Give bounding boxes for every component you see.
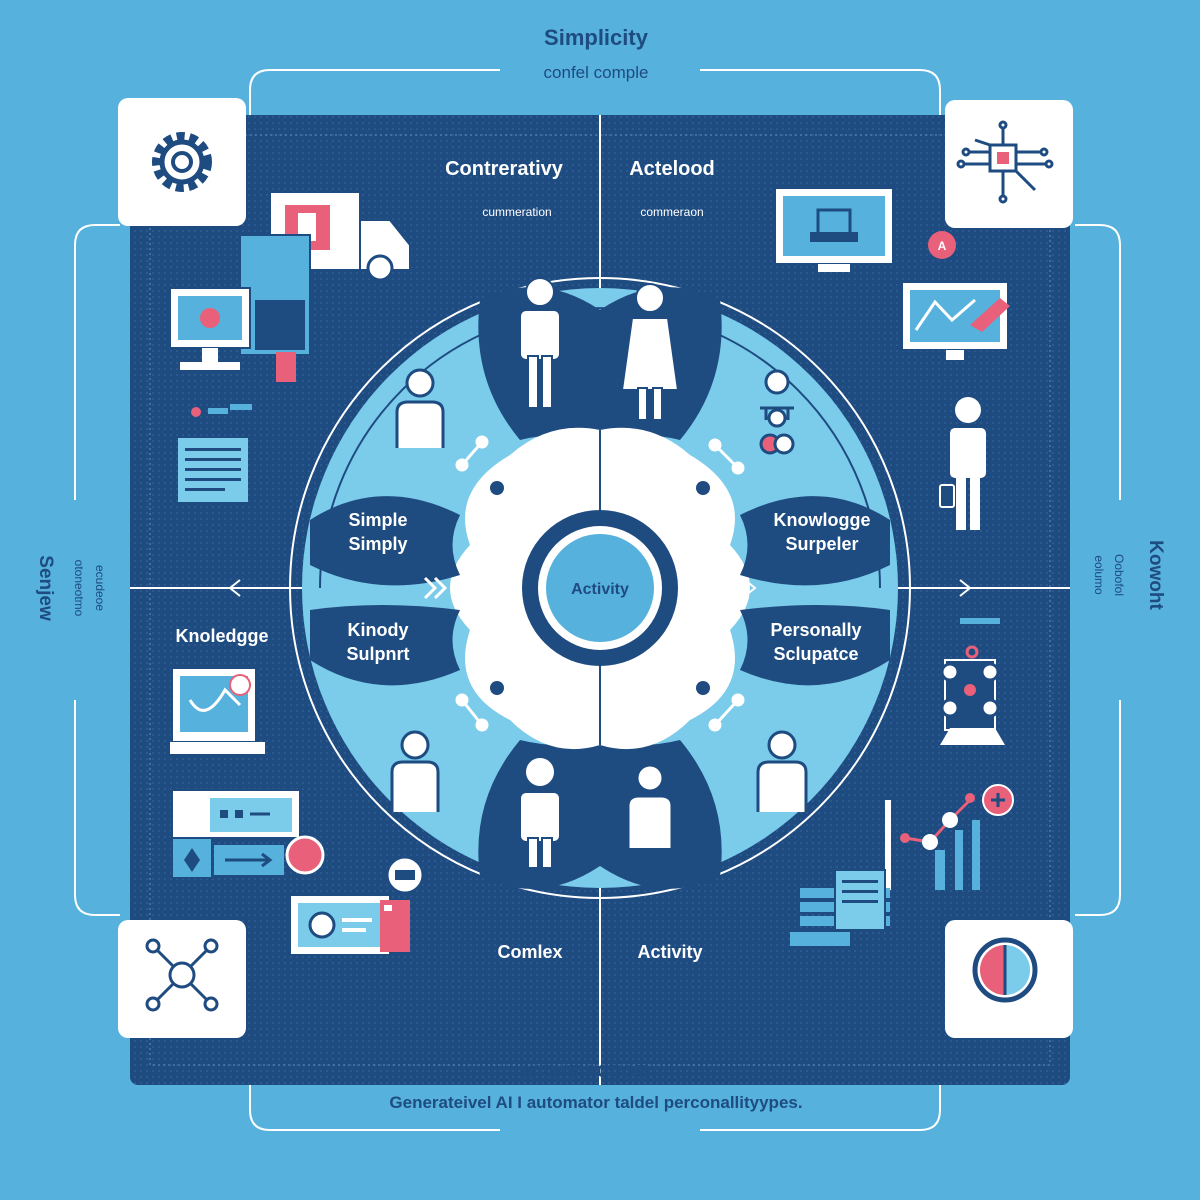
right-side-title: Kowoht bbox=[1145, 540, 1166, 610]
person-icon-8 bbox=[756, 730, 808, 812]
corner-tile-top-left bbox=[118, 98, 246, 226]
left-side-title: Senjew bbox=[35, 555, 56, 621]
petal-right-bottom: Personally Sclupatce bbox=[740, 605, 890, 686]
person-icon-9 bbox=[939, 397, 986, 530]
monitor-icon-left bbox=[169, 234, 311, 382]
monitor-icon-right: A bbox=[774, 187, 956, 272]
truck-icon bbox=[269, 191, 411, 284]
gauge-icon bbox=[972, 937, 1038, 1003]
gear-icon bbox=[152, 132, 212, 192]
svg-text:Kinody: Kinody bbox=[348, 620, 409, 640]
person-icon-7 bbox=[626, 763, 674, 848]
petal-right-top: Knowlogge Surpeler bbox=[740, 496, 890, 586]
right-side-subtitle: Oobofol bbox=[1112, 554, 1126, 596]
person-icon-3 bbox=[395, 368, 445, 448]
corner-tile-bottom-right bbox=[945, 920, 1073, 1038]
svg-text:A: A bbox=[938, 239, 947, 253]
left-side-subtitle: otoneotmo bbox=[72, 560, 86, 617]
petal-left-bottom: Kinody Sulpnrt bbox=[310, 605, 460, 686]
quadrant-bottom-right-footer: Activity bbox=[637, 942, 702, 962]
svg-text:Sclupatce: Sclupatce bbox=[773, 644, 858, 664]
quadrant-bottom-left-footer: Comlex bbox=[497, 942, 562, 962]
top-subtitle: confel comple bbox=[544, 63, 649, 82]
tablet-icon bbox=[170, 667, 265, 754]
circuit-icon bbox=[956, 120, 1054, 204]
svg-text:Simply: Simply bbox=[348, 534, 407, 554]
person-icon-4 bbox=[759, 369, 795, 455]
chart-icon-top-right bbox=[901, 281, 1010, 360]
quadrant-top-right-title: Actelood bbox=[629, 158, 715, 180]
person-icon-2 bbox=[620, 283, 680, 421]
svg-text:Knowlogge: Knowlogge bbox=[774, 510, 871, 530]
quadrant-top-right-subtitle: commeraon bbox=[640, 205, 703, 219]
center-label: Activity bbox=[571, 581, 629, 598]
corner-tile-bottom-left bbox=[118, 920, 246, 1038]
card-icons bbox=[171, 789, 325, 879]
quadrant-bottom-left-title: Knoledgge bbox=[176, 626, 269, 646]
network-icon bbox=[145, 938, 219, 1012]
bottom-title: Internaction bbox=[523, 1057, 649, 1082]
browser-icon bbox=[289, 855, 425, 956]
person-icon-5 bbox=[390, 730, 440, 812]
chart-icon-bottom-right bbox=[885, 784, 1014, 890]
svg-text:Sulpnrt: Sulpnrt bbox=[347, 644, 410, 664]
left-side-subtitle2: ecudeoe bbox=[93, 565, 107, 611]
corner-tile-top-right bbox=[945, 100, 1073, 228]
horizontal-arrows bbox=[229, 576, 971, 600]
center-hub: Activity bbox=[450, 427, 750, 750]
person-icon-6 bbox=[519, 756, 561, 869]
quadrant-top-left-subtitle: cummeration bbox=[482, 205, 551, 219]
svg-text:Simple: Simple bbox=[348, 510, 407, 530]
robot-icon bbox=[940, 618, 1005, 745]
stack-icon bbox=[790, 869, 890, 946]
connector-nodes bbox=[455, 435, 745, 732]
svg-text:Surpeler: Surpeler bbox=[785, 534, 858, 554]
quadrant-top-left-title: Contrerativy bbox=[445, 158, 564, 180]
top-title: Simplicity bbox=[544, 25, 649, 50]
petal-left-top: Simple Simply bbox=[310, 496, 460, 586]
document-icon bbox=[178, 404, 252, 502]
person-icon-1 bbox=[519, 277, 561, 409]
outer-brackets bbox=[74, 69, 1121, 1131]
bottom-subtitle: Generateivel AI I automator taldel perco… bbox=[389, 1093, 802, 1112]
right-side-subtitle2: eolumo bbox=[1092, 555, 1106, 595]
svg-text:Personally: Personally bbox=[770, 620, 861, 640]
